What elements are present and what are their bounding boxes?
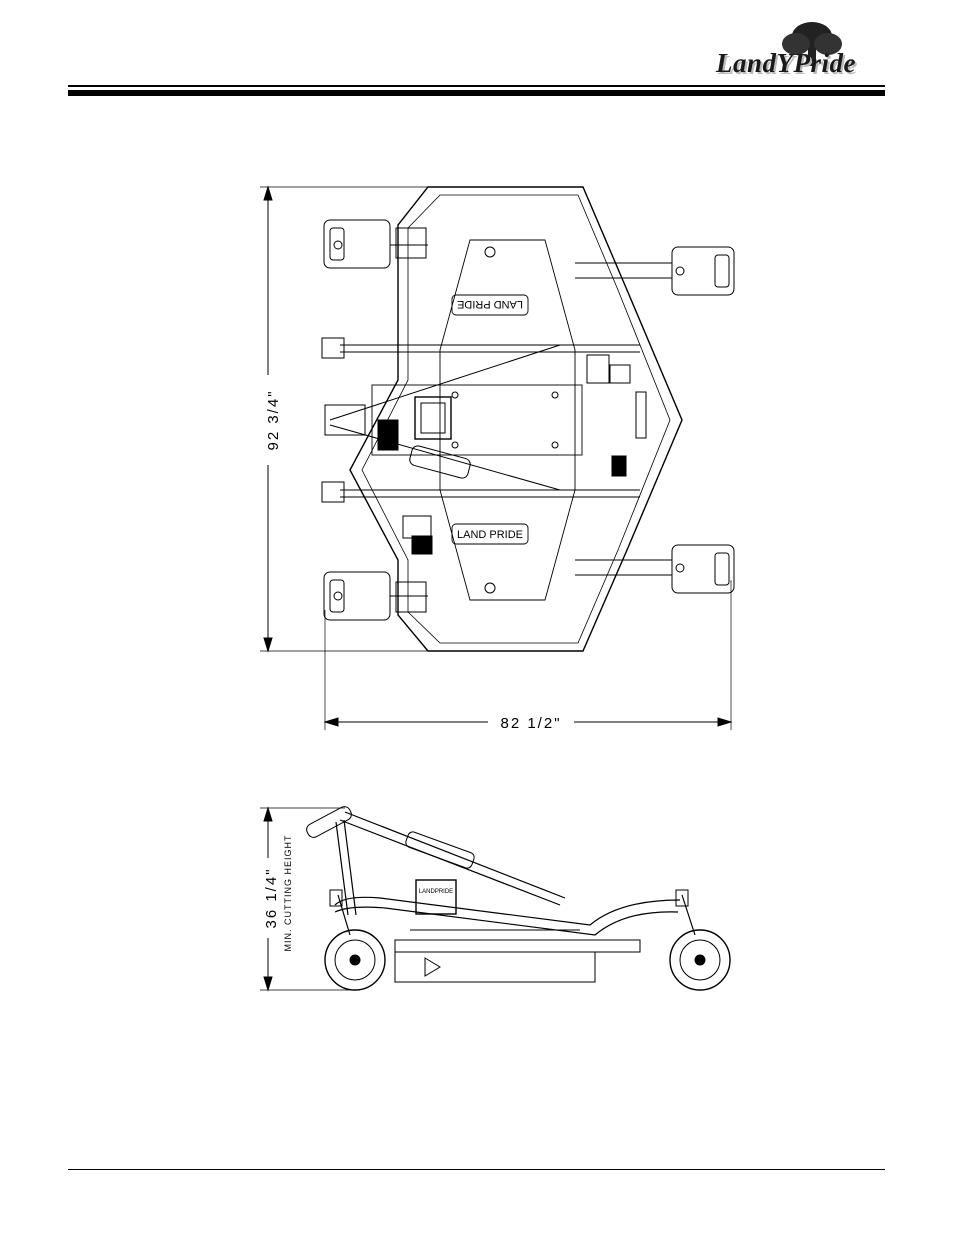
- depth-dimension-label: 92 3/4": [265, 389, 282, 450]
- brand-name: LandYPride: [716, 48, 856, 78]
- side-view-drawing: 36 1/4" MIN. CUTTING HEIGHT LANDPRIDE: [256, 806, 731, 992]
- height-note-label: MIN. CUTTING HEIGHT: [283, 835, 293, 952]
- footer-rule: [68, 1169, 885, 1170]
- deck-label-top: LAND PRIDE: [457, 298, 523, 310]
- width-dimension-label: 82 1/2": [500, 715, 561, 732]
- deck-label-bottom: LAND PRIDE: [457, 529, 523, 541]
- tree-logo-icon: [782, 22, 842, 66]
- header-rule-thin: [68, 85, 885, 87]
- top-view-drawing: 92 3/4" 82 1/2" LAND PRIDE LAND PRIDE: [256, 185, 735, 732]
- brand-logo: LandYPride: [712, 18, 888, 90]
- height-dimension-label: 36 1/4": [263, 867, 280, 928]
- gearbox-label: LANDPRIDE: [419, 889, 453, 895]
- header-rule-thick: [68, 90, 885, 96]
